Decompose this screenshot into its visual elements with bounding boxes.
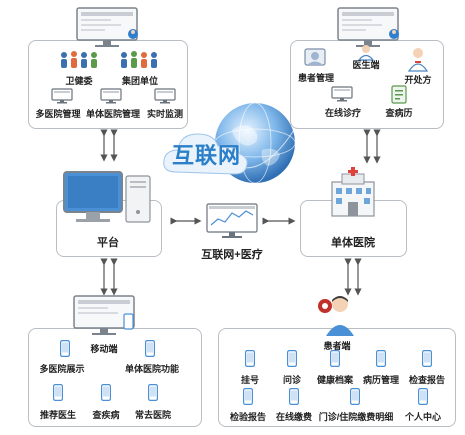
phone-icon	[287, 350, 298, 368]
register-label: 挂号	[240, 375, 260, 385]
screen-icon	[51, 88, 73, 104]
consult-label: 问诊	[282, 375, 302, 385]
single-hospital-func-label: 单体医院功能	[124, 364, 180, 374]
prescription-doctor-icon	[407, 48, 429, 72]
phone-icon	[245, 350, 256, 368]
lab-report-label: 检验报告	[229, 412, 267, 422]
patient-end-label: 患者端	[323, 341, 351, 351]
mobile-panel	[28, 328, 202, 427]
online-consult-icon	[331, 86, 353, 102]
phone-icon	[350, 388, 361, 406]
payment-detail-label: 门诊/住院缴费明细	[318, 412, 394, 422]
single-hospital-mgmt-label: 单体医院管理	[85, 109, 141, 119]
health-record-label: 健康档案	[316, 375, 354, 385]
gov-group-panel	[28, 40, 188, 129]
phone-icon	[422, 350, 433, 368]
common-hospital-label: 常去医院	[134, 410, 172, 420]
phone-icon	[145, 340, 156, 358]
computer-icon	[63, 171, 151, 223]
internet-medical-label: 互联网+医疗	[201, 249, 263, 261]
personal-center-label: 个人中心	[404, 412, 442, 422]
gov-label: 卫健委	[65, 76, 93, 86]
monitor-icon	[337, 7, 399, 47]
phone-icon	[60, 340, 71, 358]
check-disease-label: 查疾病	[92, 410, 120, 420]
screen-icon	[100, 88, 122, 104]
group-label: 集团单位	[121, 76, 159, 86]
doctor-icon	[357, 45, 375, 61]
phone-icon	[101, 384, 112, 402]
phone-icon	[376, 350, 387, 368]
patient-avatar-icon	[318, 296, 354, 336]
cloud-icon	[163, 133, 248, 175]
realtime-monitor-label: 实时监测	[146, 109, 184, 119]
platform-label: 平台	[97, 237, 119, 249]
gov-people-icon	[61, 51, 97, 68]
phone-icon	[330, 350, 341, 368]
exam-report-label: 检查报告	[408, 375, 446, 385]
monitor-icon	[73, 295, 135, 335]
phone-icon	[289, 388, 300, 406]
phone-icon	[243, 388, 254, 406]
recommend-doctor-label: 推荐医生	[39, 410, 77, 420]
patient-management-icon	[304, 48, 326, 66]
screen-icon	[154, 88, 176, 104]
hospital-icon	[331, 167, 375, 217]
hospital-panel	[300, 200, 407, 257]
hospital-label: 单体医院	[331, 237, 375, 249]
medical-record-icon	[391, 85, 407, 104]
phone-icon	[53, 384, 64, 402]
monitor-icon	[76, 7, 138, 47]
phone-icon	[148, 384, 159, 402]
multi-hospital-display-label: 多医院展示	[39, 364, 85, 374]
online-payment-label: 在线缴费	[275, 412, 313, 422]
multi-hospital-mgmt-label: 多医院管理	[35, 109, 81, 119]
patient-mgmt-label: 患者管理	[297, 73, 335, 83]
phone-icon	[418, 388, 429, 406]
doctor-label: 医生端	[352, 60, 380, 70]
record-mgmt-label: 病历管理	[362, 375, 400, 385]
prescribe-label: 开处方	[404, 75, 432, 85]
cloud-label: 互联网	[172, 143, 242, 168]
mobile-label: 移动端	[90, 344, 118, 354]
group-people-icon	[121, 51, 157, 68]
check-records-label: 查病历	[385, 108, 413, 118]
dashboard-screen-icon	[206, 203, 258, 238]
online-consult-label: 在线诊疗	[324, 108, 362, 118]
